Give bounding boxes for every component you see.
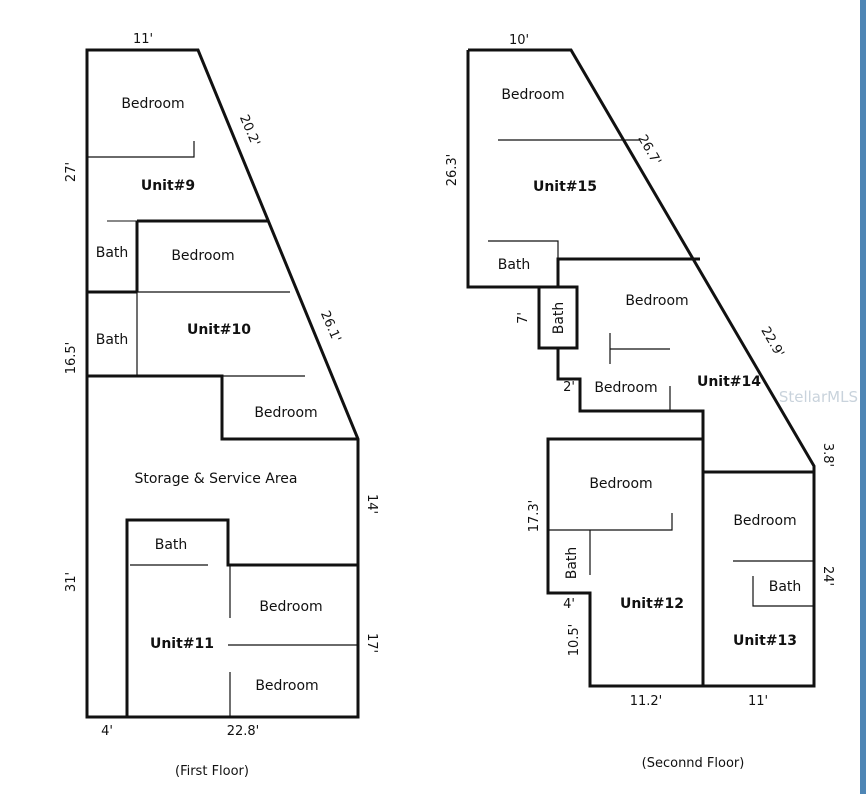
ff-dim-right-lower: 17'	[364, 633, 379, 653]
first-floor-partitions	[87, 141, 358, 717]
sf-dim-left-bath: 7'	[516, 312, 531, 324]
sf-bedroom-label: Bedroom	[594, 380, 657, 396]
ff-bath-label: Bath	[96, 245, 129, 261]
sf-bath-box	[539, 285, 579, 350]
first-floor-plan	[85, 48, 360, 719]
ff-dim-bottom-right: 22.8'	[227, 724, 260, 739]
sf-unit-13-label: Unit#13	[733, 633, 797, 649]
ff-dim-left-mid: 16.5'	[64, 342, 79, 375]
first-floor-caption: (First Floor)	[175, 764, 249, 779]
sf-bedroom-label: Bedroom	[733, 513, 796, 529]
sf-dim-left-mid: 17.3'	[527, 500, 542, 533]
sf-dim-bottom-right: 11'	[748, 694, 768, 709]
ff-unit-10-label: Unit#10	[187, 322, 251, 338]
sf-dim-right-lower: 24'	[820, 566, 835, 586]
ff-bedroom-label: Bedroom	[259, 599, 322, 615]
second-floor-upper-outline	[466, 48, 816, 688]
ff-dim-right-upper: 14'	[364, 494, 379, 514]
watermark: StellarMLS	[779, 388, 858, 406]
right-edge-bar	[860, 0, 866, 794]
sf-unit-15-label: Unit#15	[533, 179, 597, 195]
ff-unit-11-label: Unit#11	[150, 636, 214, 652]
first-floor-outline	[85, 48, 360, 719]
sf-bath-label: Bath	[551, 302, 567, 335]
second-floor-partitions	[488, 139, 814, 607]
ff-bedroom-label: Bedroom	[171, 248, 234, 264]
sf-dim-notch: 4'	[563, 597, 575, 612]
sf-dim-top: 10'	[509, 33, 529, 48]
ff-bath-label: Bath	[96, 332, 129, 348]
ff-dim-diag-lower: 26.1'	[317, 309, 344, 345]
sf-bath-label: Bath	[498, 257, 531, 273]
sf-bedroom-label: Bedroom	[625, 293, 688, 309]
ff-bedroom-label: Bedroom	[255, 678, 318, 694]
ff-dim-left-upper: 27'	[64, 162, 79, 182]
ff-unit-9-label: Unit#9	[141, 178, 195, 194]
sf-bedroom-label: Bedroom	[501, 87, 564, 103]
unit10-lower-wall	[87, 374, 358, 441]
sf-dim-left-lower: 10.5'	[567, 624, 582, 657]
unit11-wall	[125, 518, 358, 717]
ff-bath-label: Bath	[155, 537, 188, 553]
sf-dim-left-upper: 26.3'	[445, 154, 460, 187]
sf-bedroom-label: Bedroom	[589, 476, 652, 492]
ff-storage-label: Storage & Service Area	[134, 471, 297, 487]
sf-dim-diag-upper: 26.7'	[634, 132, 663, 168]
second-floor-caption: (Seconnd Floor)	[642, 756, 745, 771]
ff-bedroom-label: Bedroom	[121, 96, 184, 112]
sf-bath-label: Bath	[564, 547, 580, 580]
ff-dim-diag-upper: 20.2'	[236, 113, 263, 149]
second-floor-plan	[466, 48, 816, 688]
ff-dim-bottom-left: 4'	[101, 724, 113, 739]
sf-dim-right-small: 3.8'	[820, 443, 835, 467]
sf-bath-label: Bath	[769, 579, 802, 595]
unit15-unit14-wall	[539, 257, 700, 289]
ff-bedroom-label: Bedroom	[254, 405, 317, 421]
ff-dim-left-lower: 31'	[64, 572, 79, 592]
sf-dim-bottom-left: 11.2'	[630, 694, 663, 709]
sf-dim-diag-lower: 22.9'	[757, 324, 786, 360]
sf-dim-step: 2'	[563, 380, 575, 395]
sf-unit-12-label: Unit#12	[620, 596, 684, 612]
ff-dim-top: 11'	[133, 32, 153, 47]
sf-unit-14-label: Unit#14	[697, 374, 761, 390]
